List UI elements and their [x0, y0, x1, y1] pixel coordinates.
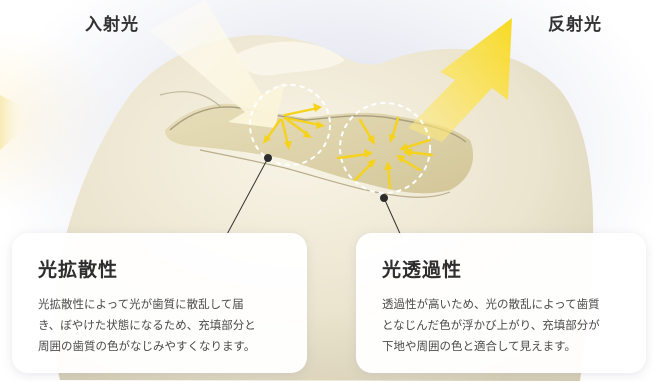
- tooth-ridge: [159, 91, 223, 109]
- card-line: 周囲の歯質の色がなじみやすくなります。: [38, 339, 256, 353]
- reflected-light-label: 反射光: [548, 15, 602, 35]
- incident-light-beam: [150, 0, 285, 128]
- card-title-transmission: 光透過性: [382, 259, 463, 281]
- card-line: 透過性が高いため、光の散乱によって歯質: [382, 297, 600, 311]
- scatter-arrows-left: [263, 103, 325, 150]
- callout-leader-left: [224, 154, 272, 239]
- card-line: となじんだ色が浮かび上がり、充填部分が: [382, 318, 600, 332]
- light-transmission-card: 光透過性 透過性が高いため、光の散乱によって歯質 となじんだ色が浮かび上がり、充…: [356, 233, 646, 373]
- card-line: 光拡散性によって光が歯質に散乱して届: [38, 297, 244, 311]
- card-line: 下地や周囲の色と適合して見えます。: [382, 339, 577, 353]
- diffusion-circle-left: [249, 84, 331, 166]
- left-light-glow: [0, 95, 30, 150]
- filling-lower-edge: [199, 149, 451, 198]
- callout-leader-right: [380, 194, 403, 239]
- tooth-highlight: [235, 41, 345, 76]
- card-line: き、ぼやけた状態になるため、充填部分と: [38, 318, 256, 332]
- diffusion-circle-right: [339, 102, 431, 194]
- incident-light-label: 入射光: [85, 15, 139, 35]
- reflected-light-beam: [408, 18, 512, 142]
- card-body-transmission: 透過性が高いため、光の散乱によって歯質 となじんだ色が浮かび上がり、充填部分が …: [382, 294, 624, 357]
- card-body-diffusion: 光拡散性によって光が歯質に散乱して届 き、ぼやけた状態になるため、充填部分と 周…: [38, 294, 285, 357]
- card-title-diffusion: 光拡散性: [38, 259, 119, 281]
- light-diffusion-card: 光拡散性 光拡散性によって光が歯質に散乱して届 き、ぼやけた状態になるため、充填…: [12, 233, 307, 373]
- scatter-arrows-right: [336, 116, 434, 190]
